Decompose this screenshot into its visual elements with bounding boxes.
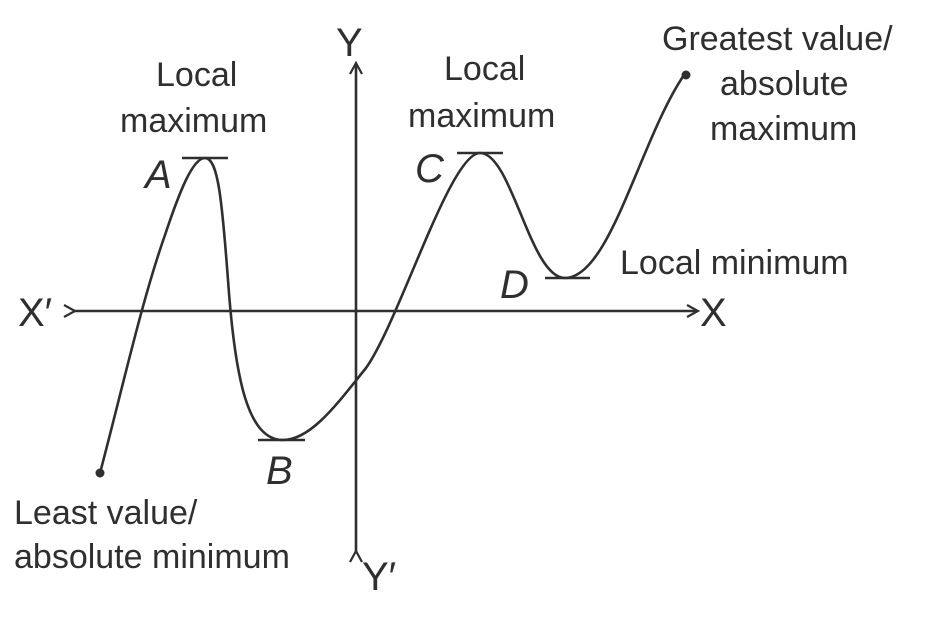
function-curve [98,74,686,474]
greatest-value-line2: absolute [720,65,849,103]
greatest-value-line1: Greatest value/ [662,20,893,58]
local-maximum-left-line1: Local [156,56,237,94]
local-maximum-left-line2: maximum [120,102,267,140]
greatest-value-dot [681,70,691,80]
least-value-dot [95,468,105,478]
least-value-line2: absolute minimum [14,538,290,576]
axis-label-x: X [700,291,727,335]
local-maximum-right-line1: Local [444,50,525,88]
greatest-value-line3: maximum [710,110,857,148]
axis-label-y: Y [336,21,363,65]
least-value-line1: Least value/ [14,494,198,532]
local-minimum-label: Local minimum [620,244,849,282]
axis-label-x-prime: X′ [18,291,52,335]
point-label-a: A [143,153,172,197]
point-label-b: B [266,449,293,493]
point-label-d: D [500,263,529,307]
local-maximum-right-line2: maximum [408,97,555,135]
point-label-c: C [415,147,445,191]
axis-label-y-prime: Y′ [362,555,396,599]
